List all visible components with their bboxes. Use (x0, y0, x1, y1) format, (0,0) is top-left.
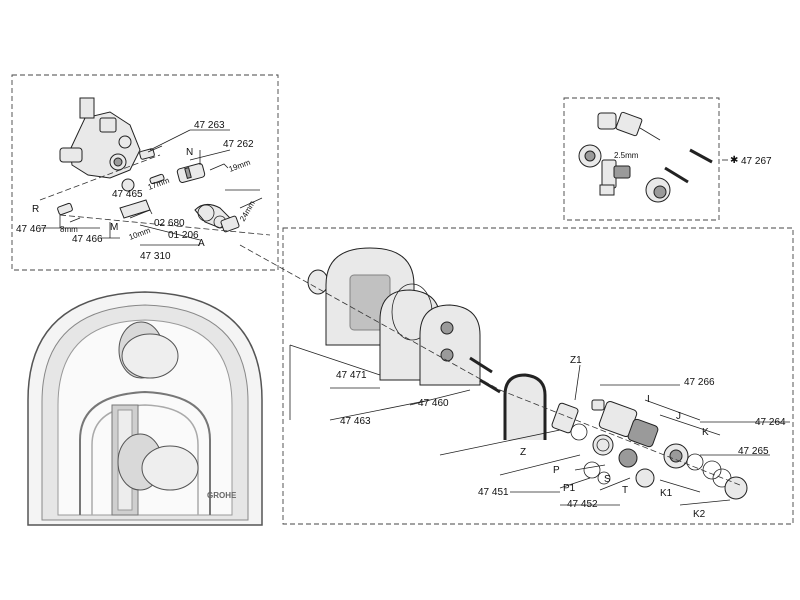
callout-K: K (702, 427, 709, 438)
trim-parts-group-box (282, 227, 794, 525)
valve-small-parts (57, 148, 240, 233)
faceplate-illustration (27, 291, 263, 526)
callout-Z: Z (520, 447, 526, 458)
callout-47467: 47 467 (16, 224, 47, 235)
hex-key-icons (69, 145, 263, 223)
valve-body-group-box (11, 74, 279, 271)
callout-2-5mm: 2.5mm (614, 151, 639, 160)
callout-47310: 47 310 (140, 251, 171, 262)
callout-N: N (186, 147, 193, 158)
callout-A: A (198, 238, 205, 249)
callout-02680: 02 680 (154, 218, 185, 229)
callout-P: P (553, 465, 560, 476)
callout-47451: 47 451 (478, 487, 509, 498)
callout-47471: 47 471 (336, 370, 367, 381)
callout-M: M (110, 222, 118, 233)
callout-R: R (32, 204, 39, 215)
callout-T: T (622, 485, 628, 496)
callout-47460: 47 460 (418, 398, 449, 409)
trim-leaders (239, 244, 790, 506)
callout-P1: P1 (563, 483, 576, 494)
callout-K1: K1 (660, 488, 673, 499)
callout-S: S (604, 474, 611, 485)
callout-10mm: 10mm (128, 226, 152, 242)
brand-logo: GROHE (207, 491, 237, 500)
callout-47266: 47 266 (684, 377, 715, 388)
callout-47264: 47 264 (755, 417, 786, 428)
callout-K2: K2 (693, 509, 706, 520)
valve-body-assembly (59, 97, 141, 179)
callout-19mm: 19mm (228, 158, 252, 174)
callout-Z1: Z1 (570, 355, 582, 366)
callout-47465: 47 465 (112, 189, 143, 200)
asterisk-icon: ✱ (730, 155, 738, 166)
callout-8mm: 8mm (60, 225, 78, 234)
valve-leaders (39, 129, 271, 246)
callout-24mm: 24mm (238, 199, 257, 223)
callout-47452: 47 452 (567, 499, 598, 510)
callout-J: J (676, 411, 681, 422)
cartridge-tool-parts (578, 111, 728, 203)
cartridge-tools-group-box (563, 97, 720, 221)
callout-47265: 47 265 (738, 446, 769, 457)
callout-47463: 47 463 (340, 416, 371, 427)
callout-47263: 47 263 (194, 120, 225, 131)
callout-01206: 01 206 (168, 230, 199, 241)
callout-47267: 47 267 (741, 156, 772, 167)
callout-47466: 47 466 (72, 234, 103, 245)
callout-I: I (647, 394, 650, 405)
trim-parts (307, 247, 748, 500)
callout-47262: 47 262 (223, 139, 254, 150)
